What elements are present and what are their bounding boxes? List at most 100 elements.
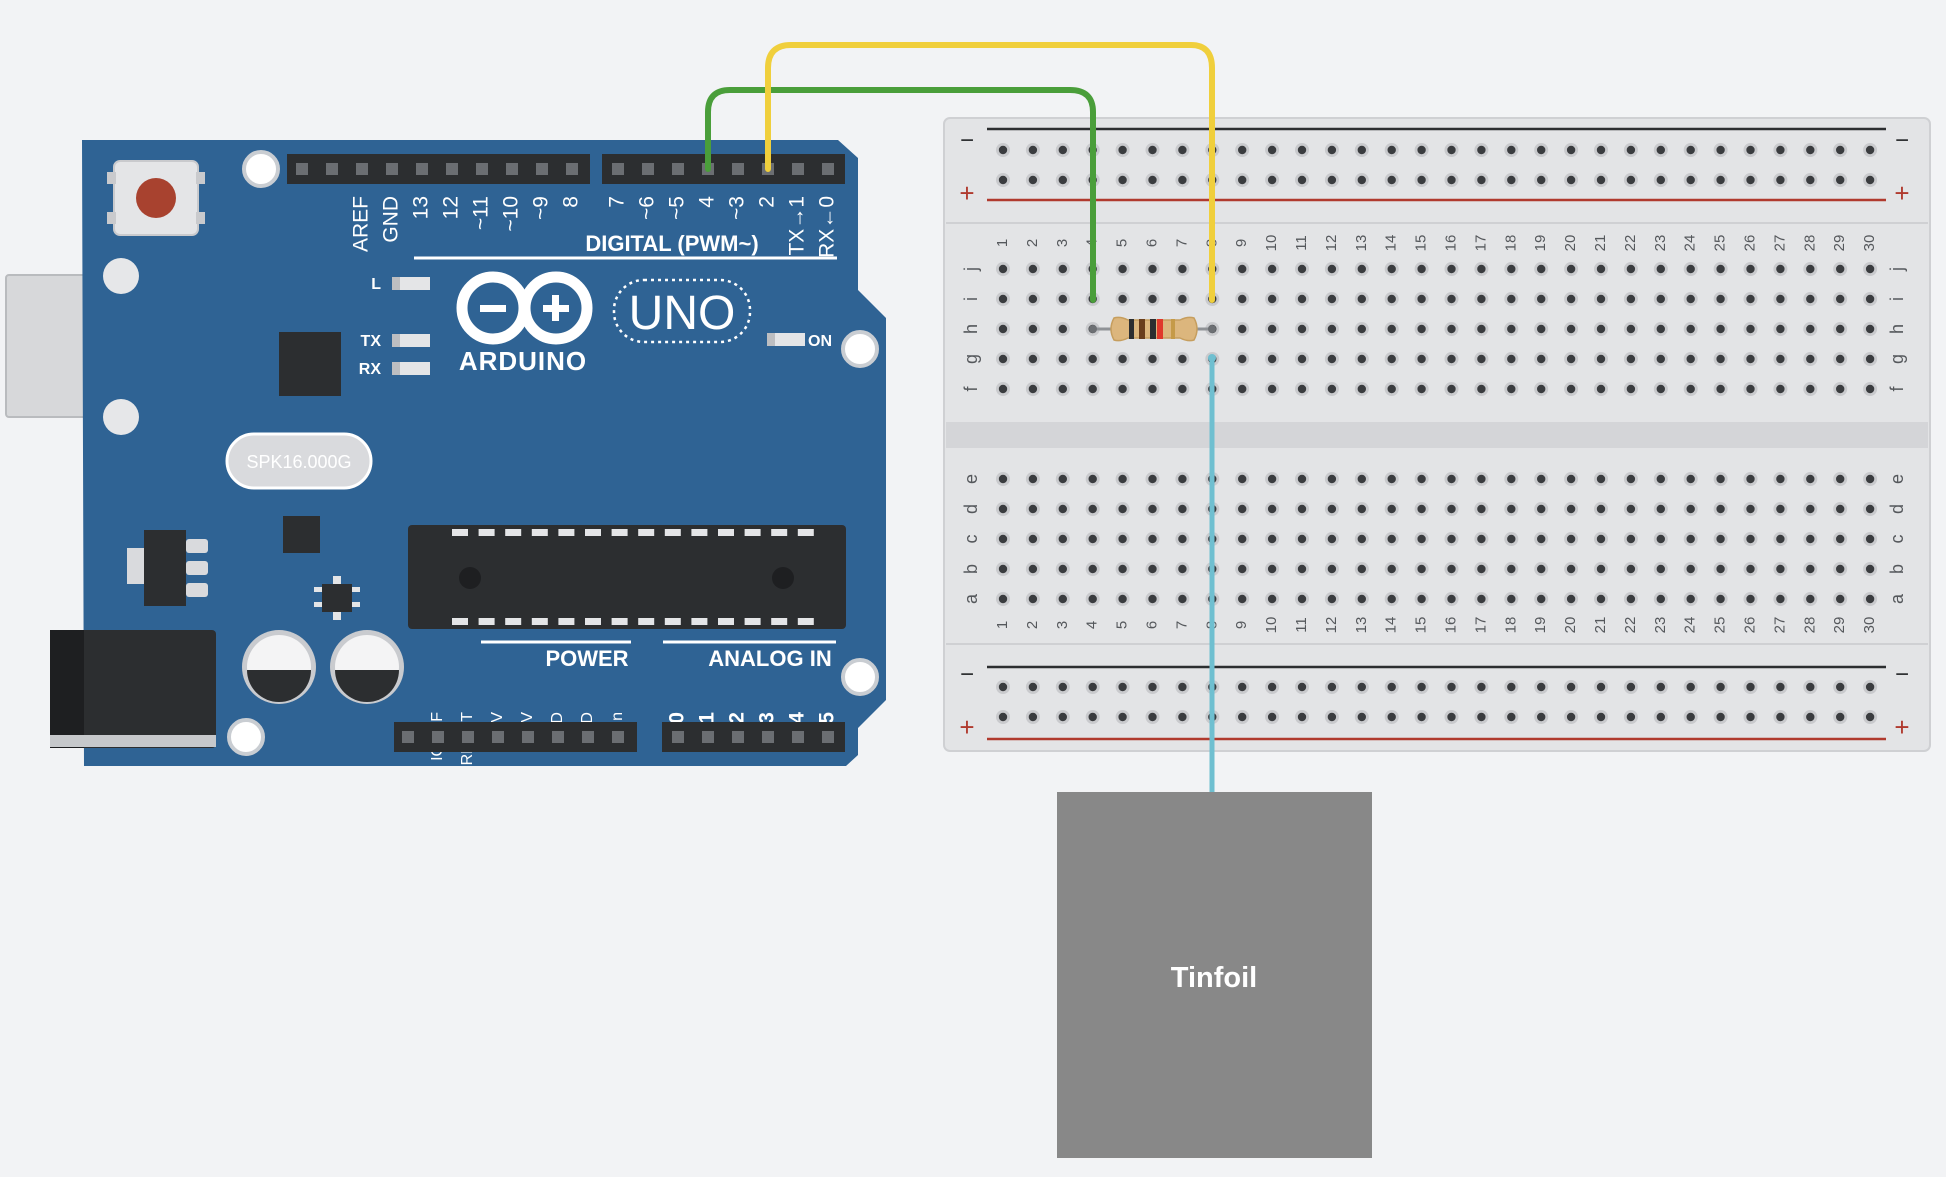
ic-pin bbox=[585, 529, 601, 536]
header-pin[interactable] bbox=[506, 163, 518, 175]
uno-badge bbox=[612, 278, 752, 344]
header-pin[interactable] bbox=[326, 163, 338, 175]
pin-label: 4 bbox=[696, 196, 719, 208]
column-number: 4 bbox=[1084, 621, 1101, 629]
header-pin[interactable] bbox=[446, 163, 458, 175]
column-number: 14 bbox=[1383, 617, 1400, 634]
row-letter: c bbox=[1887, 535, 1907, 544]
header-pin[interactable] bbox=[702, 731, 714, 743]
column-number: 21 bbox=[1592, 235, 1609, 252]
column-number: 17 bbox=[1472, 617, 1489, 634]
mounting-hole bbox=[841, 330, 879, 368]
ic-pin bbox=[531, 529, 548, 536]
pin-label: RX←0 bbox=[816, 196, 839, 258]
ic-pin bbox=[505, 529, 522, 536]
ic-pin bbox=[638, 529, 655, 536]
row-letter: a bbox=[1887, 593, 1907, 604]
tinfoil-label: Tinfoil bbox=[1171, 962, 1257, 994]
header-pin[interactable] bbox=[672, 163, 684, 175]
header-pin[interactable] bbox=[356, 163, 368, 175]
header-pin[interactable] bbox=[822, 163, 834, 175]
column-number: 16 bbox=[1442, 617, 1459, 634]
header-pin[interactable] bbox=[432, 731, 444, 743]
power-header-label: POWER bbox=[545, 646, 628, 671]
header-pin[interactable] bbox=[296, 163, 308, 175]
column-number: 12 bbox=[1323, 617, 1340, 634]
breadboard[interactable]: − − + + − − + + 112233445566778899101011… bbox=[943, 117, 1931, 752]
header-pin[interactable] bbox=[386, 163, 398, 175]
column-number: 25 bbox=[1712, 235, 1729, 252]
header-pin[interactable] bbox=[732, 163, 744, 175]
column-number: 22 bbox=[1622, 235, 1639, 252]
column-number: 27 bbox=[1771, 235, 1788, 252]
resistor[interactable] bbox=[1089, 316, 1216, 342]
header-pin[interactable] bbox=[462, 731, 474, 743]
wire-green[interactable] bbox=[705, 87, 1096, 303]
wire-yellow[interactable] bbox=[765, 42, 1215, 303]
column-number: 29 bbox=[1831, 235, 1848, 252]
column-number: 7 bbox=[1173, 621, 1190, 629]
header-pin[interactable] bbox=[732, 731, 744, 743]
column-number: 21 bbox=[1592, 617, 1609, 634]
pin-label: 2 bbox=[756, 196, 779, 208]
header-pin[interactable] bbox=[492, 731, 504, 743]
column-number: 6 bbox=[1143, 239, 1160, 247]
column-number: 15 bbox=[1413, 617, 1430, 634]
rail-plus-label: + bbox=[959, 712, 974, 742]
column-number: 1 bbox=[994, 239, 1011, 247]
rail-minus-label: − bbox=[960, 127, 974, 154]
ic-pin bbox=[771, 618, 788, 625]
header-pin[interactable] bbox=[612, 731, 624, 743]
tinfoil-pad[interactable] bbox=[1057, 792, 1372, 1158]
header-pin[interactable] bbox=[792, 163, 804, 175]
row-letter: e bbox=[961, 474, 981, 484]
row-letter: f bbox=[1887, 386, 1907, 392]
header-pin[interactable] bbox=[642, 163, 654, 175]
header-pin[interactable] bbox=[522, 731, 534, 743]
header-pin[interactable] bbox=[612, 163, 624, 175]
header-pin[interactable] bbox=[792, 731, 804, 743]
rail-minus-label: − bbox=[960, 661, 974, 688]
column-number: 2 bbox=[1024, 621, 1041, 629]
header-pin[interactable] bbox=[402, 731, 414, 743]
ic-pin bbox=[585, 618, 601, 625]
analog-header bbox=[662, 722, 845, 752]
small-ic bbox=[314, 576, 360, 620]
pin-label: ~10 bbox=[500, 196, 523, 232]
header-pin[interactable] bbox=[536, 163, 548, 175]
row-letter: j bbox=[1887, 267, 1907, 272]
row-letter: f bbox=[961, 386, 981, 392]
header-pin[interactable] bbox=[822, 731, 834, 743]
column-number: 23 bbox=[1652, 617, 1669, 634]
header-pin[interactable] bbox=[566, 163, 578, 175]
reset-button[interactable] bbox=[107, 160, 205, 236]
header-pin[interactable] bbox=[672, 731, 684, 743]
column-number: 9 bbox=[1233, 239, 1250, 247]
header-pin[interactable] bbox=[416, 163, 428, 175]
row-letter: h bbox=[961, 324, 981, 334]
pin-label: 7 bbox=[606, 196, 629, 208]
ic-pin bbox=[638, 618, 655, 625]
header-pin[interactable] bbox=[476, 163, 488, 175]
crystal-label: SPK16.000G bbox=[246, 452, 351, 472]
ic-pin bbox=[452, 529, 468, 536]
led-rx bbox=[392, 362, 430, 375]
ic-pin bbox=[744, 529, 761, 536]
usb-ridge bbox=[103, 399, 139, 435]
column-number: 28 bbox=[1801, 235, 1818, 252]
rail-plus-label: + bbox=[1894, 712, 1909, 742]
column-number: 29 bbox=[1831, 617, 1848, 634]
header-pin[interactable] bbox=[582, 731, 594, 743]
column-number: 30 bbox=[1861, 235, 1878, 252]
resistor-band bbox=[1129, 319, 1134, 339]
analog-header-label: ANALOG IN bbox=[708, 646, 831, 671]
header-pin[interactable] bbox=[552, 731, 564, 743]
column-number: 2 bbox=[1024, 239, 1041, 247]
ic-pin bbox=[505, 618, 522, 625]
ic-pin bbox=[691, 529, 708, 536]
ic-pin bbox=[718, 529, 734, 536]
header-pin[interactable] bbox=[762, 731, 774, 743]
arduino-brand: ARDUINO bbox=[459, 346, 587, 376]
atmega-microcontroller bbox=[408, 525, 846, 629]
